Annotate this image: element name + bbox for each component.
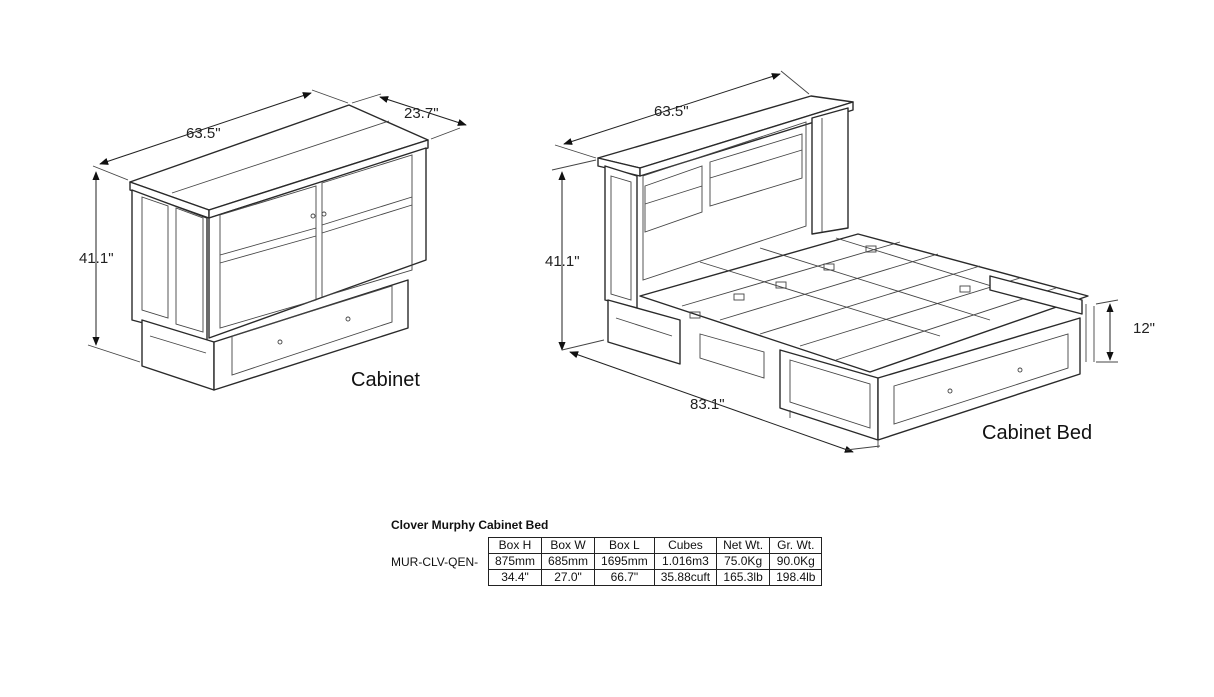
spec-cell: 875mm	[487, 553, 543, 570]
bed-length-label: 83.1"	[690, 396, 725, 413]
cabinet-width-label: 63.5"	[186, 125, 221, 142]
spec-header-cell: Cubes	[653, 537, 718, 554]
cabinet-height-label: 41.1"	[79, 250, 114, 267]
spec-cell: 1695mm	[594, 553, 655, 570]
spec-cell: 34.4"	[487, 569, 543, 586]
bed-width-label: 63.5"	[654, 103, 689, 120]
spec-header-cell: Gr. Wt.	[769, 537, 823, 554]
spec-cell: 90.0Kg	[769, 553, 823, 570]
spec-header-cell: Box L	[594, 537, 655, 554]
spec-cell: 66.7"	[594, 569, 655, 586]
cabinet-bed-caption: Cabinet Bed	[982, 422, 1092, 444]
spec-header-row: Box H Box W Box L Cubes Net Wt. Gr. Wt.	[487, 537, 823, 554]
spec-cell: 1.016m3	[653, 553, 718, 570]
spec-row-metric: 875mm 685mm 1695mm 1.016m3 75.0Kg 90.0Kg	[487, 553, 823, 570]
spec-cell: 685mm	[541, 553, 596, 570]
spec-cell: 75.0Kg	[716, 553, 771, 570]
spec-header-cell: Box W	[541, 537, 596, 554]
spec-header-cell: Net Wt.	[716, 537, 771, 554]
spec-cell: 165.3lb	[716, 569, 771, 586]
spec-cell: 35.88cuft	[653, 569, 718, 586]
spec-cell: 198.4lb	[769, 569, 823, 586]
model-number: MUR-CLV-QEN-	[391, 555, 479, 569]
cabinet-depth-label: 23.7"	[404, 105, 439, 122]
bed-height-label: 41.1"	[545, 253, 580, 270]
cabinet-drawing: 63.5" 23.7" 41.1" Cabinet	[79, 89, 467, 391]
spec-table: Box H Box W Box L Cubes Net Wt. Gr. Wt. …	[487, 537, 823, 586]
cabinet-bed-drawing: 63.5" 41.1" 83.1" 12" Cabinet Bed	[545, 70, 1155, 453]
spec-row-imperial: 34.4" 27.0" 66.7" 35.88cuft 165.3lb 198.…	[487, 569, 823, 586]
bed-clearance-label: 12"	[1133, 320, 1155, 337]
spec-title: Clover Murphy Cabinet Bed	[391, 518, 549, 532]
spec-header-cell: Box H	[487, 537, 543, 554]
cabinet-caption: Cabinet	[351, 369, 420, 391]
spec-cell: 27.0"	[541, 569, 596, 586]
